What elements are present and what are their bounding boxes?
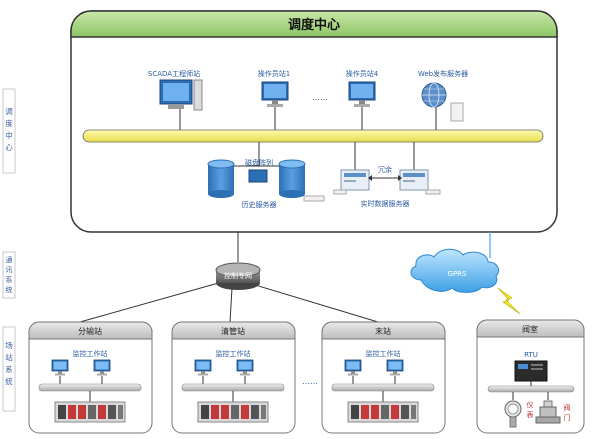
side-char: 通 (6, 255, 13, 264)
operator4-label: 操作员站4 (346, 69, 379, 78)
operator1-computer-icon (261, 81, 289, 130)
station-bus (181, 383, 285, 392)
side-char: 统 (5, 376, 13, 386)
rtu-label: RTU (524, 351, 538, 359)
valve-char: 门 (564, 413, 571, 422)
station-name: 清管站 (221, 326, 245, 336)
realtime-server-icon (333, 169, 441, 195)
side-char: 心 (5, 143, 13, 152)
station-bus (38, 383, 142, 392)
side-char: 站 (5, 352, 13, 362)
operator-dots: …… (312, 93, 328, 102)
valve-char: 阀 (564, 403, 571, 412)
instrument-char: 仪 (527, 401, 534, 409)
gprs-label: GPRS (448, 270, 468, 278)
side-label-comm: 通 讯 系 统 (2, 251, 16, 299)
control-network-hub-icon (215, 262, 261, 290)
side-char: 系 (5, 364, 13, 374)
dispatch-center-box: 调度中心 (70, 10, 558, 233)
scada-workstation-icon (159, 79, 203, 130)
plc-rack-icon (197, 401, 269, 423)
station-workstation-label: 监控工作站 (73, 349, 108, 358)
station-workstation-label: 监控工作站 (216, 349, 251, 358)
web-server-label: Web发布服务器 (418, 69, 468, 78)
dispatch-center-title: 调度中心 (288, 17, 340, 33)
operator1-label: 操作员站1 (258, 69, 290, 78)
station-name: 分输站 (78, 326, 102, 336)
side-char: 调 (5, 107, 13, 116)
valve-icon (535, 400, 561, 424)
station-box: 分输站 监控工作站 (28, 321, 153, 434)
history-server-label: 历史服务器 (242, 200, 277, 209)
side-char: 系 (6, 275, 13, 284)
disk-array-icon (207, 159, 306, 198)
plc-rack-icon (347, 401, 419, 423)
gprs-cloud-icon (410, 248, 500, 293)
web-server-globe-icon (421, 82, 464, 130)
operator4-computer-icon (348, 81, 376, 130)
instrument-char: 表 (527, 410, 534, 419)
station-workstation-label: 监控工作站 (366, 349, 401, 358)
valve-room-bus (487, 385, 575, 393)
side-label-field: 场 站 系 统 (2, 326, 16, 412)
side-label-dispatch: 调 度 中 心 (2, 88, 16, 174)
plc-rack-icon (54, 401, 126, 423)
wireless-link-icon (497, 287, 521, 315)
side-char: 度 (5, 118, 13, 128)
station-bus (331, 383, 435, 392)
station-box: 清管站 监控工作站 (171, 321, 296, 434)
realtime-server-label: 实时数据服务器 (361, 199, 410, 208)
side-char: 讯 (6, 266, 13, 274)
station-name: 末站 (375, 326, 391, 336)
scada-label: SCADA工程师站 (148, 69, 200, 78)
realtime-server-cluster: 冗余 实时数据服务器 (333, 142, 441, 208)
instrument-gauge-icon (504, 400, 522, 428)
redundant-label: 冗余 (378, 165, 392, 174)
side-char: 场 (5, 341, 13, 350)
station-dots: …… (302, 377, 318, 386)
center-network-bus (82, 129, 544, 143)
control-network-label: 控制专网 (224, 271, 252, 280)
rtu-device-icon (514, 360, 548, 382)
station-box: 末站 监控工作站 (321, 321, 446, 434)
disk-array-label: 磁盘阵列 (245, 158, 273, 167)
valve-room-box: 阀室 RTU 仪 表 阀 门 (476, 319, 585, 434)
side-char: 中 (5, 130, 13, 140)
side-char: 统 (6, 285, 13, 294)
valve-room-name: 阀室 (522, 324, 538, 334)
history-server-cluster: 磁盘阵列 历史服务器 (207, 142, 325, 209)
